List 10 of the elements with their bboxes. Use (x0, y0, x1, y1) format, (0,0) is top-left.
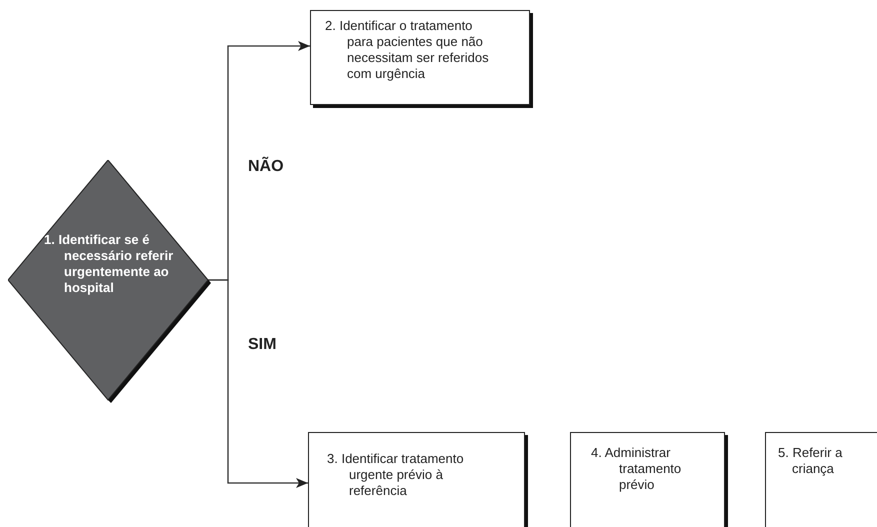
process-box (308, 432, 525, 527)
process-box (570, 432, 725, 527)
step-text: 3. Identificar tratamento urgente prévio à referência (327, 451, 465, 499)
process-box (310, 10, 530, 105)
step-text: 4. Administrar tratamento prévio (591, 445, 682, 493)
step-text: 5. Referir a criança (778, 445, 844, 477)
decision-diamond (8, 160, 211, 403)
step-text: 2. Identificar o tratamento para pacientes que não necessitam ser referidos com urgência (325, 18, 489, 82)
connector-arrow (208, 279, 308, 488)
decision-text: 1. Identificar se é necessário referir urgentemente ao hospital (44, 232, 174, 296)
